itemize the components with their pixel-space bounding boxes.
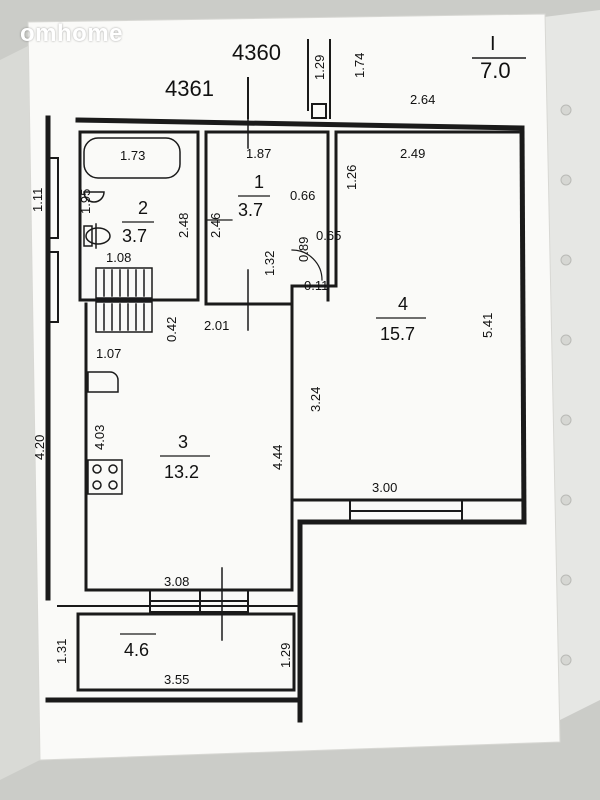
dim-1-29-top: 1.29 <box>312 55 327 80</box>
dim-2-46: 2.46 <box>208 213 223 238</box>
room-4-area: 15.7 <box>380 324 415 344</box>
room-1-area: 3.7 <box>238 200 263 220</box>
dim-1-74: 1.74 <box>352 53 367 78</box>
room-3-area: 13.2 <box>164 462 199 482</box>
window-left <box>47 157 59 323</box>
dim-1-31: 1.31 <box>54 639 69 664</box>
dim-1-32: 1.32 <box>262 251 277 276</box>
room-2-number: 2 <box>138 198 148 218</box>
room-4-number: 4 <box>398 294 408 314</box>
dim-2-64: 2.64 <box>410 92 435 107</box>
dim-4-44: 4.44 <box>270 445 285 470</box>
room-1-number: 1 <box>254 172 264 192</box>
room-2-area: 3.7 <box>122 226 147 246</box>
dim-3-08: 3.08 <box>164 574 189 589</box>
dim-2-48: 2.48 <box>176 213 191 238</box>
dim-0-42: 0.42 <box>164 317 179 342</box>
dim-1-73: 1.73 <box>120 148 145 163</box>
dim-1-26: 1.26 <box>344 165 359 190</box>
fraction-top: I <box>490 33 496 55</box>
toilet-icon <box>83 225 111 247</box>
stove-icon <box>87 459 123 495</box>
dim-5-41: 5.41 <box>480 313 495 338</box>
dim-1-11: 1.11 <box>30 188 45 212</box>
axis-marks <box>95 103 249 641</box>
dim-0-89: 0.89 <box>296 237 311 262</box>
dim-3-55: 3.55 <box>164 672 189 687</box>
plan-ref-left: 4361 <box>165 76 214 101</box>
dim-4-03: 4.03 <box>92 425 107 450</box>
plan-sheet <box>27 13 561 761</box>
dim-1-95: 1.95 <box>78 189 93 214</box>
window-room4 <box>349 499 463 523</box>
binder-holes <box>560 104 572 666</box>
dim-0-11: 0.11 <box>304 278 328 293</box>
dim-2-01: 2.01 <box>204 318 229 333</box>
dim-1-07: 1.07 <box>96 346 121 361</box>
kitchen-sink-icon <box>87 371 119 393</box>
door-arcs <box>205 219 323 281</box>
outer-walls <box>45 115 527 723</box>
dim-0-65: 0.65 <box>316 228 341 243</box>
dim-1-87: 1.87 <box>246 146 271 161</box>
room-3-number: 3 <box>178 432 188 452</box>
interior-walls <box>57 130 522 692</box>
bathtub-icon <box>83 137 181 179</box>
dim-3-00: 3.00 <box>372 480 397 495</box>
background-page-left <box>0 40 40 780</box>
dim-4-20: 4.20 <box>32 435 47 460</box>
brand-logo: omhome <box>20 20 124 47</box>
dim-0-66: 0.66 <box>290 188 315 203</box>
window-room3 <box>149 589 249 613</box>
washbasin-icon <box>83 191 105 203</box>
dim-3-24: 3.24 <box>308 387 323 412</box>
dim-1-29-bottom: 1.29 <box>278 643 293 668</box>
dim-2-49: 2.49 <box>400 146 425 161</box>
utility-cabinets <box>95 267 153 333</box>
fraction-bottom: 7.0 <box>480 58 511 83</box>
balcony-area: 4.6 <box>124 640 149 660</box>
plan-ref-top: 4360 <box>232 40 281 65</box>
dim-1-08: 1.08 <box>106 250 131 265</box>
